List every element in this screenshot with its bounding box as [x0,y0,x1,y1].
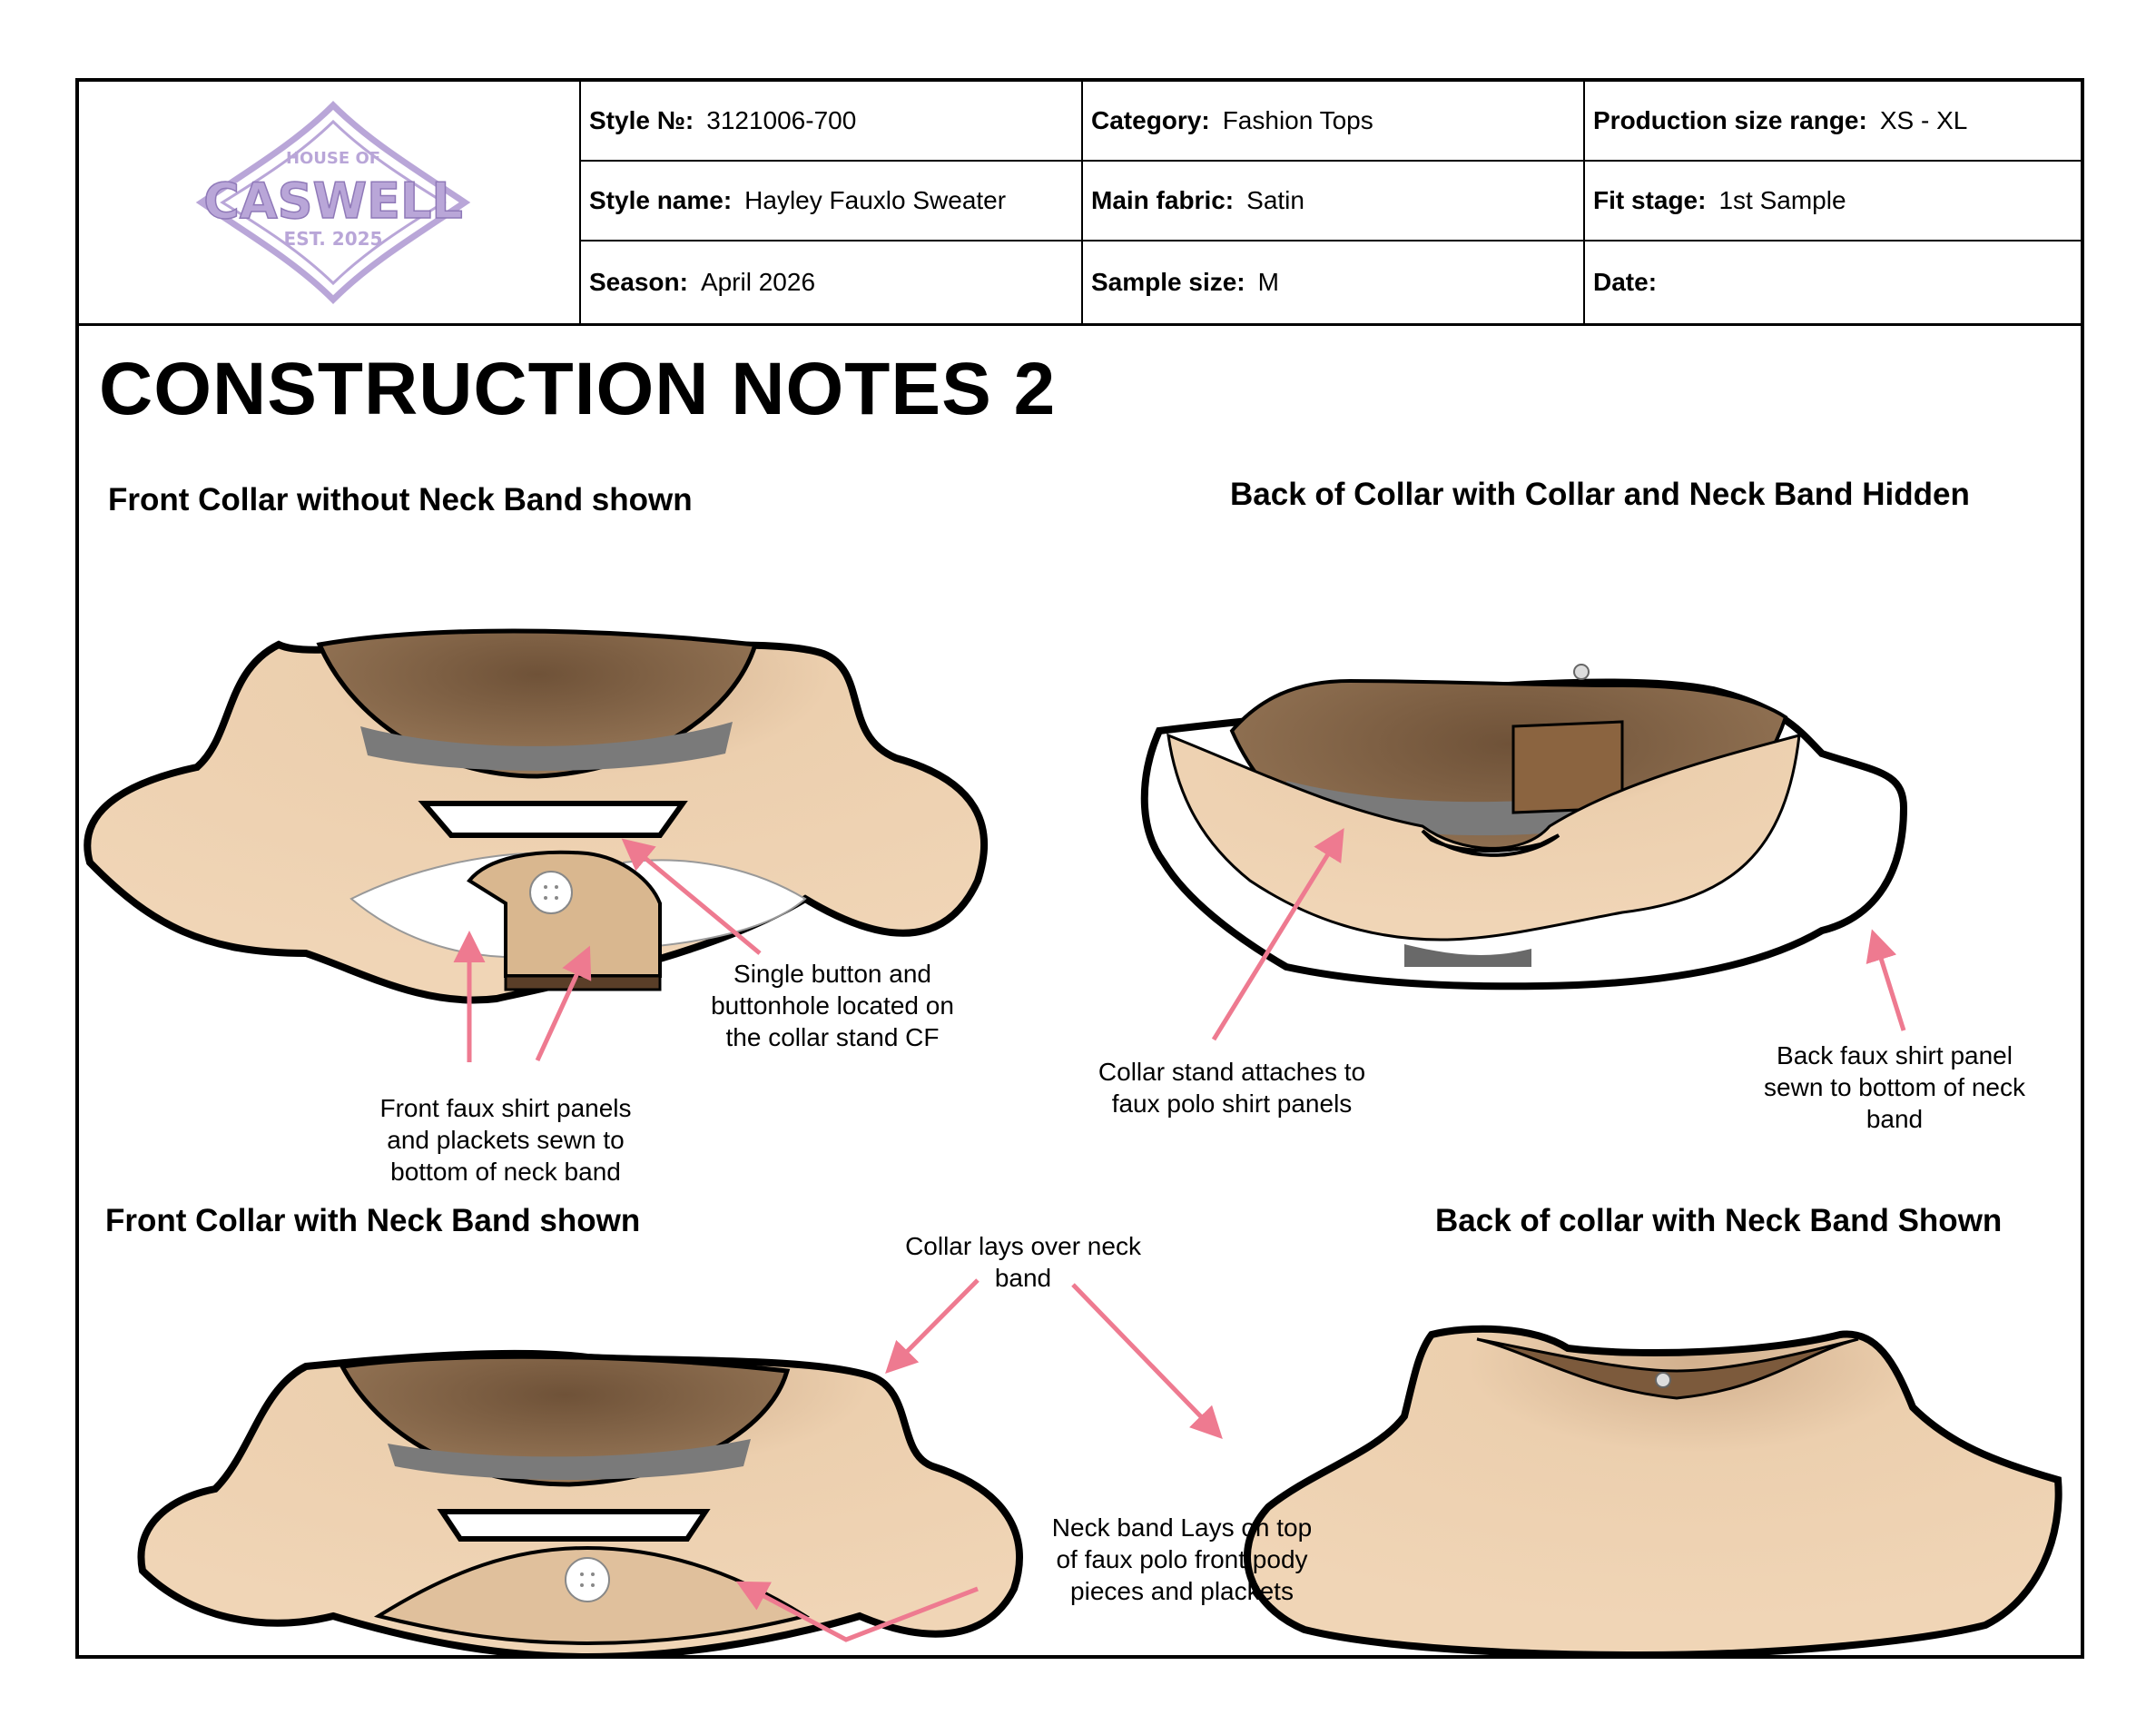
section-front-band: Front Collar with Neck Band shown [105,1203,641,1238]
style-no-cell: Style №: 3121006-700 [581,82,1083,162]
arrow-button [621,838,762,955]
note-collar-stand: Collar stand attaches to faux polo shirt… [1098,1058,1366,1118]
season-value: April 2026 [700,268,816,296]
front-collar-with-band [137,1349,1023,1655]
style-name-cell: Style name: Hayley Fauxlo Sweater [581,162,1083,242]
section-back-hidden: Back of Collar with Collar and Neck Band… [1230,477,1970,512]
main-fabric-label: Main fabric: [1091,186,1235,214]
brand-logo: HOUSE OF CASWELL EST. 2025 [195,101,471,304]
arrow-back-panel [1866,929,1906,1031]
logo-cell: HOUSE OF CASWELL EST. 2025 [79,82,581,323]
logo-est: EST. 2025 [284,228,383,250]
header-table: HOUSE OF CASWELL EST. 2025 Style №: 3121… [79,82,2081,326]
note-band-top: Neck band Lays on top of faux polo front… [1051,1513,1313,1605]
sample-size-value: M [1257,268,1279,296]
fit-stage-value: 1st Sample [1718,186,1846,214]
sample-size-cell: Sample size: M [1083,242,1585,323]
size-range-label: Production size range: [1593,106,1867,134]
section-front-no-band: Front Collar without Neck Band shown [108,482,693,518]
season-label: Season: [589,268,688,296]
season-cell: Season: April 2026 [581,242,1083,323]
category-label: Category: [1091,106,1210,134]
category-value: Fashion Tops [1222,106,1373,134]
note-back-panel: Back faux shirt panel sewn to bottom of … [1764,1041,2025,1133]
date-cell: Date: [1585,242,2081,323]
button-icon [529,871,573,914]
note-button: Single button and buttonhole located on … [711,960,954,1051]
size-range-cell: Production size range: XS - XL [1585,82,2081,162]
arrow-collar-over-right [1071,1283,1223,1440]
page-title: CONSTRUCTION NOTES 2 [99,348,1057,430]
arrow-collar-over-left [885,1278,980,1374]
date-label: Date: [1593,268,1658,296]
note-collar-over: Collar lays over neck band [905,1232,1141,1292]
fit-stage-cell: Fit stage: 1st Sample [1585,162,2081,242]
logo-name: CASWELL [203,172,463,230]
sample-size-label: Sample size: [1091,268,1245,296]
style-name-label: Style name: [589,186,733,214]
style-no-value: 3121006-700 [706,106,857,134]
tech-pack-sheet: HOUSE OF CASWELL EST. 2025 Style №: 3121… [75,78,2084,1659]
main-fabric-value: Satin [1246,186,1304,214]
back-collar-with-band [1244,1325,2062,1655]
fit-stage-label: Fit stage: [1593,186,1707,214]
arrow-front-panel-2 [535,945,592,1062]
back-collar-hidden [1140,664,1908,991]
size-range-value: XS - XL [1879,106,1968,134]
button-icon [565,1557,610,1602]
arrow-band-top [735,1581,979,1642]
annotation-arrows [453,828,1906,1642]
note-front-panels: Front faux shirt panels and plackets sew… [379,1094,632,1186]
front-collar-no-band [84,628,988,1004]
arrow-collar-stand [1211,828,1344,1041]
style-no-label: Style №: [589,106,694,134]
category-cell: Category: Fashion Tops [1083,82,1585,162]
logo-line1: HOUSE OF [286,149,380,168]
style-name-value: Hayley Fauxlo Sweater [744,186,1007,214]
section-back-band: Back of collar with Neck Band Shown [1435,1203,2003,1238]
main-fabric-cell: Main fabric: Satin [1083,162,1585,242]
collar-illustrations [84,628,2062,1655]
